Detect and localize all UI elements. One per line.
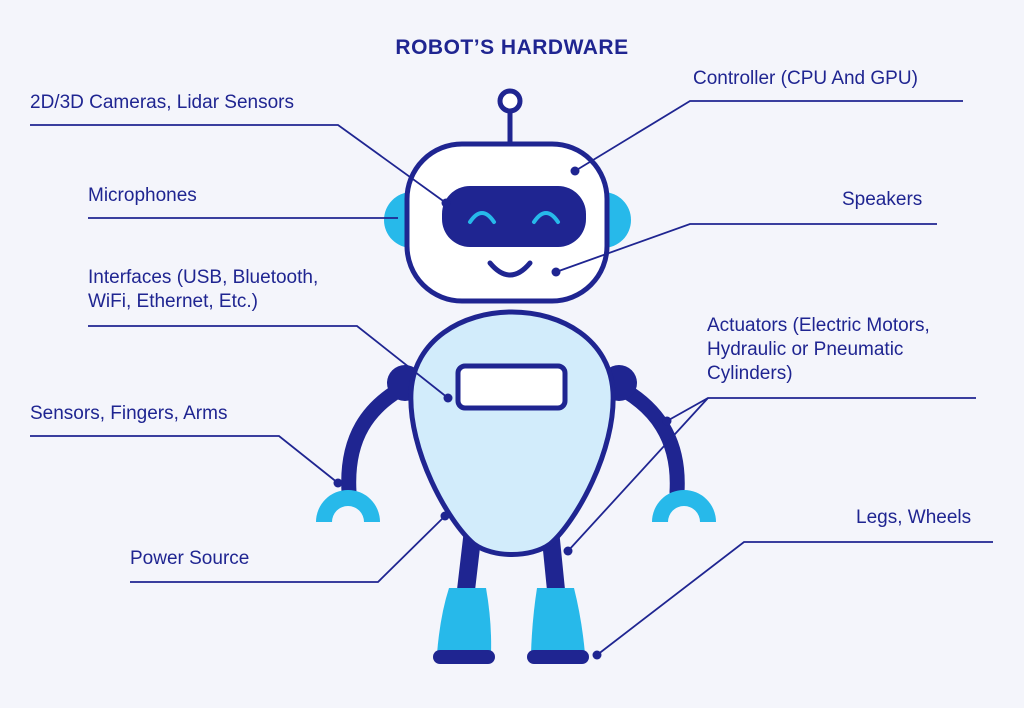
left-hand [316, 490, 380, 522]
label-sensors: Sensors, Fingers, Arms [30, 403, 228, 424]
leader-dot-sensors [333, 478, 343, 488]
label-cameras: 2D/3D Cameras, Lidar Sensors [30, 92, 294, 113]
leader-line-legs [596, 541, 993, 656]
label-interfaces-line-2: WiFi, Ethernet, Etc.) [88, 291, 258, 312]
leader-line-power [130, 515, 446, 583]
robot-visor [442, 186, 586, 247]
label-interfaces-line-1: Interfaces (USB, Bluetooth, [88, 267, 319, 288]
chest-panel [455, 363, 568, 411]
antenna-ball [497, 88, 523, 114]
label-actuators: Actuators (Electric Motors, Hydraulic or… [707, 314, 930, 386]
robot-smile [487, 260, 533, 278]
leader-line-actuators-arm [666, 397, 976, 422]
leader-line-controller [574, 100, 963, 172]
label-legs: Legs, Wheels [856, 507, 972, 528]
leader-dot-legs [592, 650, 602, 660]
leader-line-cameras [30, 124, 447, 204]
label-power: Power Source [130, 548, 250, 569]
leader-line-speakers [555, 223, 937, 273]
leader-dot-interfaces [443, 393, 453, 403]
label-controller: Controller (CPU And GPU) [693, 68, 918, 89]
leader-dot-power [440, 511, 450, 521]
leader-line-actuators-leg [567, 397, 709, 552]
leader-dot-actuators-arm [662, 416, 672, 426]
right-eye [532, 211, 560, 224]
left-foot [437, 588, 492, 654]
leader-dot-cameras [441, 198, 451, 208]
label-actuators-line-3: Cylinders) [707, 363, 793, 384]
leader-dot-actuators-leg [563, 546, 573, 556]
leader-dot-speakers [551, 267, 561, 277]
leader-dot-controller [570, 166, 580, 176]
label-actuators-line-1: Actuators (Electric Motors, [707, 315, 930, 336]
right-hand [652, 490, 716, 522]
diagram-title: ROBOT’S HARDWARE [395, 36, 629, 59]
leader-line-sensors [30, 435, 339, 484]
left-eye [468, 211, 496, 224]
label-actuators-line-2: Hydraulic or Pneumatic [707, 339, 904, 360]
label-interfaces: Interfaces (USB, Bluetooth, WiFi, Ethern… [88, 266, 318, 314]
right-ear [603, 192, 631, 248]
label-speakers: Speakers [842, 189, 923, 210]
right-foot [531, 588, 585, 654]
left-foot-sole [433, 650, 495, 664]
right-foot-sole [527, 650, 589, 664]
label-microphones: Microphones [88, 185, 197, 206]
leader-line-interfaces [88, 325, 449, 399]
